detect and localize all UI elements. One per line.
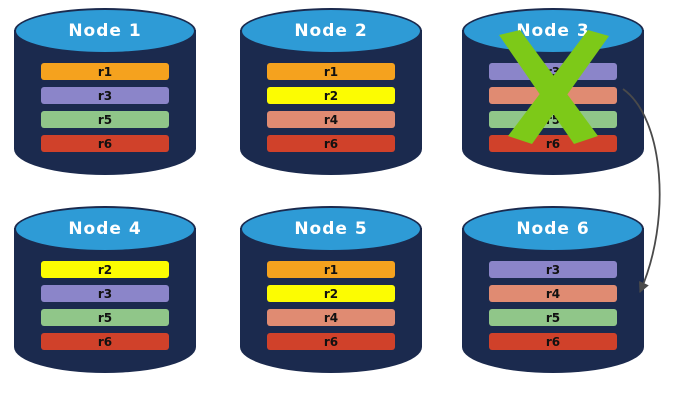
node-6-records: r3 r4 r5 r6 bbox=[489, 261, 617, 350]
node-6[interactable]: r3 r4 r5 r6 Node 6 bbox=[462, 206, 644, 388]
record-r6[interactable]: r6 bbox=[267, 135, 395, 152]
record-r5[interactable]: r5 bbox=[489, 309, 617, 326]
node-2-cylinder-top bbox=[240, 8, 422, 54]
node-2-records: r1 r2 r4 r6 bbox=[267, 63, 395, 152]
node-5-records: r1 r2 r4 r6 bbox=[267, 261, 395, 350]
node-5-label: Node 5 bbox=[294, 219, 368, 239]
node-1-cylinder-top bbox=[14, 8, 196, 54]
record-r3[interactable]: r3 bbox=[41, 285, 169, 302]
record-r6[interactable]: r6 bbox=[41, 333, 169, 350]
record-r5[interactable]: r5 bbox=[489, 111, 617, 128]
node-4-records: r2 r3 r5 r6 bbox=[41, 261, 169, 350]
record-r3[interactable]: r3 bbox=[489, 261, 617, 278]
record-r6[interactable]: r6 bbox=[489, 333, 617, 350]
record-r4[interactable]: r4 bbox=[489, 87, 617, 104]
node-4-label: Node 4 bbox=[68, 219, 142, 239]
record-r1[interactable]: r1 bbox=[41, 63, 169, 80]
node-6-label: Node 6 bbox=[516, 219, 590, 239]
node-2-label: Node 2 bbox=[294, 21, 368, 41]
record-r6[interactable]: r6 bbox=[489, 135, 617, 152]
node-4[interactable]: r2 r3 r5 r6 Node 4 bbox=[14, 206, 196, 388]
node-3[interactable]: r3 r4 r5 r6 Node 3 bbox=[462, 8, 644, 190]
node-6-cylinder-top bbox=[462, 206, 644, 252]
node-1-label: Node 1 bbox=[68, 21, 142, 41]
record-r2[interactable]: r2 bbox=[267, 87, 395, 104]
record-r4[interactable]: r4 bbox=[267, 111, 395, 128]
record-r1[interactable]: r1 bbox=[267, 261, 395, 278]
record-r2[interactable]: r2 bbox=[267, 285, 395, 302]
node-3-records: r3 r4 r5 r6 bbox=[489, 63, 617, 152]
node-4-cylinder-top bbox=[14, 206, 196, 252]
record-r6[interactable]: r6 bbox=[41, 135, 169, 152]
record-r6[interactable]: r6 bbox=[267, 333, 395, 350]
node-1-records: r1 r3 r5 r6 bbox=[41, 63, 169, 152]
record-r4[interactable]: r4 bbox=[489, 285, 617, 302]
record-r3[interactable]: r3 bbox=[489, 63, 617, 80]
node-1[interactable]: r1 r3 r5 r6 Node 1 bbox=[14, 8, 196, 190]
node-2[interactable]: r1 r2 r4 r6 Node 2 bbox=[240, 8, 422, 190]
node-3-label: Node 3 bbox=[516, 21, 590, 41]
record-r2[interactable]: r2 bbox=[41, 261, 169, 278]
record-r3[interactable]: r3 bbox=[41, 87, 169, 104]
record-r5[interactable]: r5 bbox=[41, 309, 169, 326]
record-r5[interactable]: r5 bbox=[41, 111, 169, 128]
node-5[interactable]: r1 r2 r4 r6 Node 5 bbox=[240, 206, 422, 388]
record-r1[interactable]: r1 bbox=[267, 63, 395, 80]
record-r4[interactable]: r4 bbox=[267, 309, 395, 326]
node-5-cylinder-top bbox=[240, 206, 422, 252]
